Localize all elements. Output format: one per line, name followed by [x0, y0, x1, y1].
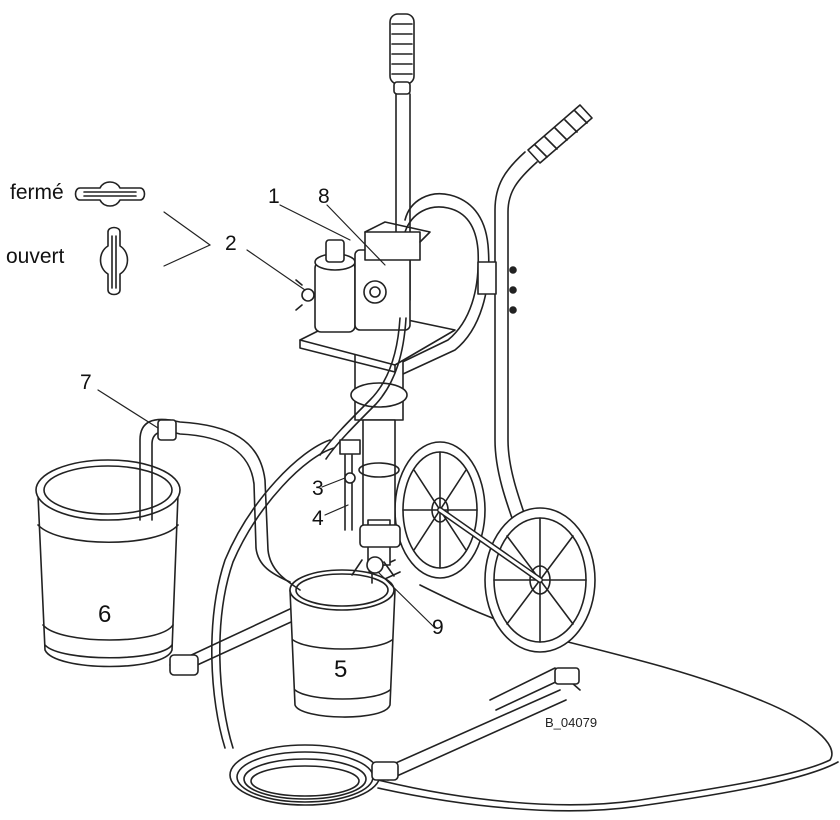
cart-handle-front: [494, 104, 593, 641]
figure-code: B_04079: [545, 715, 598, 730]
callout-6: 6: [98, 601, 112, 628]
bucket-6: [35, 459, 181, 668]
fitting-3-4: [339, 439, 361, 531]
air-hose-outline: [325, 317, 407, 460]
air-control-assembly: [295, 221, 456, 373]
hose-coil: [229, 744, 381, 806]
leader-lines: [97, 204, 436, 629]
bucket-5: [289, 569, 396, 718]
return-hose: [139, 418, 301, 591]
callout-1: 1: [268, 185, 280, 208]
callout-3: 3: [312, 477, 324, 500]
callout-9: 9: [432, 616, 444, 639]
label-closed: fermé: [10, 181, 64, 204]
callout-2: 2: [225, 232, 237, 255]
callout-8: 8: [318, 185, 330, 208]
callout-7: 7: [80, 371, 92, 394]
valve-open-icon: [99, 226, 129, 296]
fluid-outlet-valve: [351, 524, 401, 584]
wheel-right: [437, 507, 596, 653]
callout-4: 4: [312, 507, 324, 530]
valve-closed-icon: [74, 181, 146, 207]
label-open: ouvert: [6, 245, 65, 268]
callout-5: 5: [334, 656, 348, 683]
air-hose: [319, 317, 401, 456]
cart-frame-loop: [389, 193, 497, 381]
pump-column: [350, 349, 408, 566]
